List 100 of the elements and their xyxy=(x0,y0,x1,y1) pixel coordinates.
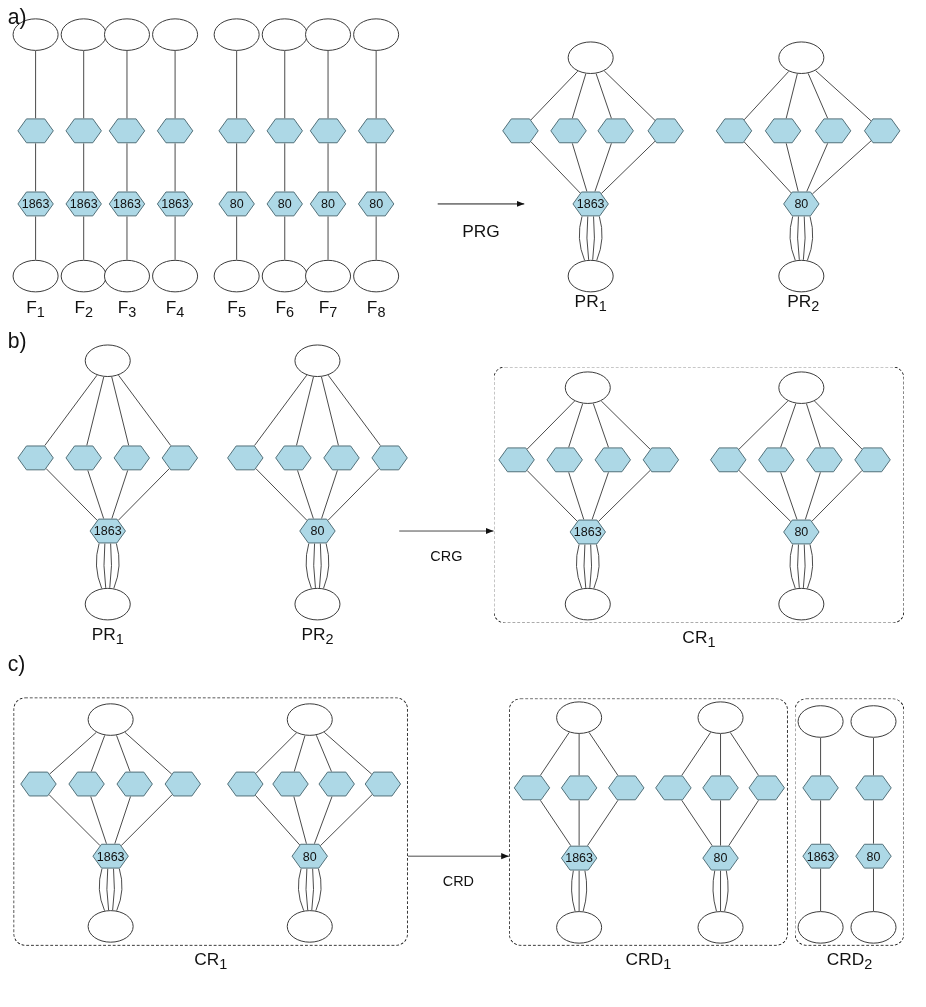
hexagon-node xyxy=(855,843,892,869)
connector-line xyxy=(320,376,339,446)
hexagon-node xyxy=(266,118,304,144)
ellipse-node xyxy=(353,18,400,51)
connector-line xyxy=(45,468,98,521)
connector-line xyxy=(785,142,799,192)
connector-line xyxy=(589,544,593,589)
ellipse-node xyxy=(103,18,151,51)
node-number: 1863 xyxy=(96,849,125,863)
node-number: 80 xyxy=(794,197,809,211)
hexagon-node xyxy=(156,191,194,217)
connector-line xyxy=(319,794,373,847)
ellipse-node xyxy=(261,18,308,51)
connector-line xyxy=(743,141,792,194)
ellipse-node xyxy=(60,18,107,51)
hexagon-node xyxy=(513,775,551,801)
ellipse-node xyxy=(87,703,134,736)
connector-line xyxy=(720,799,721,847)
node-number: 80 xyxy=(866,849,881,863)
connector-line xyxy=(587,799,619,847)
connector-line xyxy=(802,215,806,261)
ellipse-node xyxy=(778,587,825,621)
connector-line xyxy=(327,50,329,119)
connector-line xyxy=(568,403,584,448)
connector-line xyxy=(106,868,110,911)
hexagon-node xyxy=(863,118,901,144)
hexagon-node xyxy=(855,775,892,801)
hexagon-node xyxy=(802,775,839,801)
connector-line xyxy=(597,469,651,522)
hexagon-node xyxy=(164,771,202,797)
connector-line xyxy=(586,215,590,261)
node-number: 1863 xyxy=(93,524,122,538)
ellipse-node xyxy=(797,911,844,944)
hexagon-node xyxy=(569,519,607,545)
chain-caption: F$_{7}$ xyxy=(318,297,338,323)
connector-line xyxy=(578,870,580,912)
connector-line xyxy=(603,70,656,121)
connector-line xyxy=(254,794,301,846)
hexagon-node xyxy=(65,118,102,144)
hexagon-node xyxy=(108,191,146,217)
hexagon-node xyxy=(560,845,598,871)
connector-line xyxy=(375,50,377,119)
connector-line xyxy=(593,544,600,589)
hexagon-node xyxy=(227,445,264,471)
hexagon-node xyxy=(272,771,309,797)
hexagon-node xyxy=(498,447,535,473)
connector-line xyxy=(797,215,800,261)
connector-line xyxy=(118,374,172,446)
connector-line xyxy=(315,868,322,912)
hexagon-node xyxy=(156,118,194,144)
connector-line xyxy=(530,141,581,194)
node-number: 80 xyxy=(321,197,335,211)
hexagon-node xyxy=(17,191,54,217)
connector-line xyxy=(582,870,588,912)
connector-line xyxy=(578,799,580,847)
connector-line xyxy=(90,796,107,845)
connector-line xyxy=(806,215,814,261)
ellipse-node xyxy=(556,701,603,734)
connector-line xyxy=(103,543,107,589)
connector-line xyxy=(720,733,721,776)
ellipse-node xyxy=(850,911,897,944)
ellipse-node xyxy=(12,259,59,293)
connector-line xyxy=(44,374,98,446)
connector-line xyxy=(114,796,131,845)
hexagon-node xyxy=(783,191,820,217)
connector-line xyxy=(116,734,131,772)
hexagon-node xyxy=(20,771,57,797)
ellipse-node xyxy=(294,587,341,621)
hexagon-node xyxy=(783,519,820,545)
chain-caption: F$_{6}$ xyxy=(275,297,295,323)
connector-line xyxy=(571,142,588,192)
ellipse-node xyxy=(556,911,603,944)
connector-line xyxy=(297,868,305,912)
connector-line xyxy=(375,215,377,261)
connector-line xyxy=(811,470,863,522)
hexagon-node xyxy=(560,775,598,801)
connector-line xyxy=(814,400,863,450)
connector-line xyxy=(174,50,176,119)
connector-line xyxy=(815,70,872,122)
panel-letter: c) xyxy=(7,654,26,674)
ellipse-node xyxy=(87,910,134,943)
connector-line xyxy=(804,471,821,520)
hexagon-node xyxy=(357,191,395,217)
ellipse-node xyxy=(304,259,352,293)
hexagon-node xyxy=(702,775,739,801)
connector-line xyxy=(323,731,373,775)
ellipse-node xyxy=(353,259,400,293)
connector-line xyxy=(95,543,103,589)
chain-caption: F$_{1}$ xyxy=(26,297,45,323)
connector-line xyxy=(526,470,578,522)
ellipse-node xyxy=(286,703,333,736)
connector-line xyxy=(539,799,572,847)
connector-line xyxy=(571,870,576,912)
ellipse-node xyxy=(152,18,199,51)
node-number: 1863 xyxy=(69,197,98,211)
connector-line xyxy=(174,142,176,192)
ellipse-node xyxy=(797,705,844,738)
ellipse-node xyxy=(304,18,352,51)
hexagon-node xyxy=(546,447,583,473)
node-number: 80 xyxy=(369,197,384,211)
